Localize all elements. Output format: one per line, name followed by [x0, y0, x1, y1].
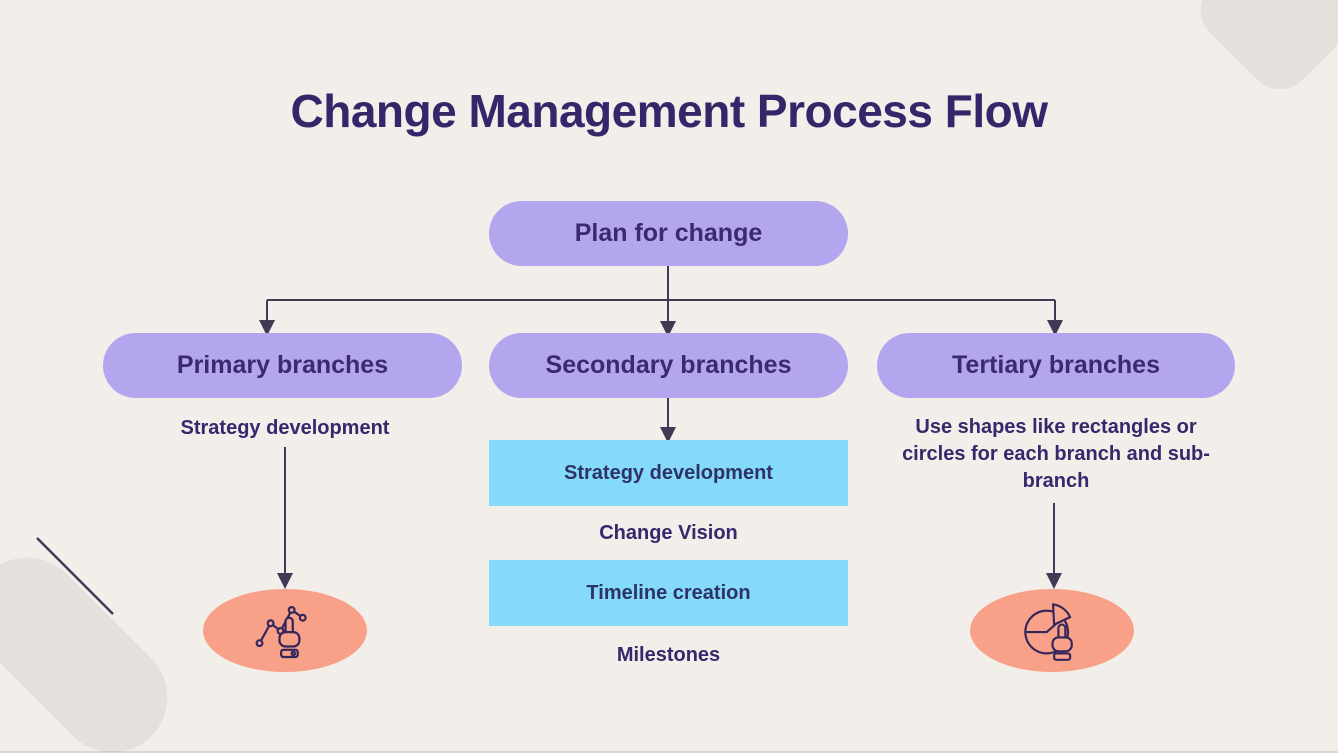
trend-chart-click-icon: [255, 605, 307, 658]
node-label: Secondary branches: [545, 351, 792, 379]
primary-branch-shape: [203, 589, 367, 672]
pie-chart-click-icon: [1024, 602, 1073, 661]
node-label: Primary branches: [176, 351, 389, 379]
tertiary-branch-note: Use shapes like rectangles or circles fo…: [902, 416, 1210, 492]
decor-capsule: [0, 534, 191, 753]
slide-bottom-edge: [0, 751, 1338, 753]
sub-item-milestones: Milestones: [616, 643, 721, 666]
node-tertiary-branches: Tertiary branches: [877, 333, 1235, 398]
node-secondary-branches: Secondary branches: [489, 333, 848, 398]
node-plan-for-change: Plan for change: [489, 201, 848, 266]
primary-branch-note: Strategy development: [180, 417, 390, 439]
node-label: Tertiary branches: [952, 351, 1160, 379]
node-label: Plan for change: [574, 219, 763, 247]
tertiary-branch-shape: [970, 589, 1134, 672]
node-primary-branches: Primary branches: [103, 333, 462, 398]
page-title: Change Management Process Flow: [290, 85, 1048, 137]
sub-item-timeline-creation: Timeline creation: [489, 560, 848, 626]
sub-item-change-vision: Change Vision: [599, 521, 738, 544]
sub-item-strategy-development: Strategy development: [489, 440, 848, 506]
